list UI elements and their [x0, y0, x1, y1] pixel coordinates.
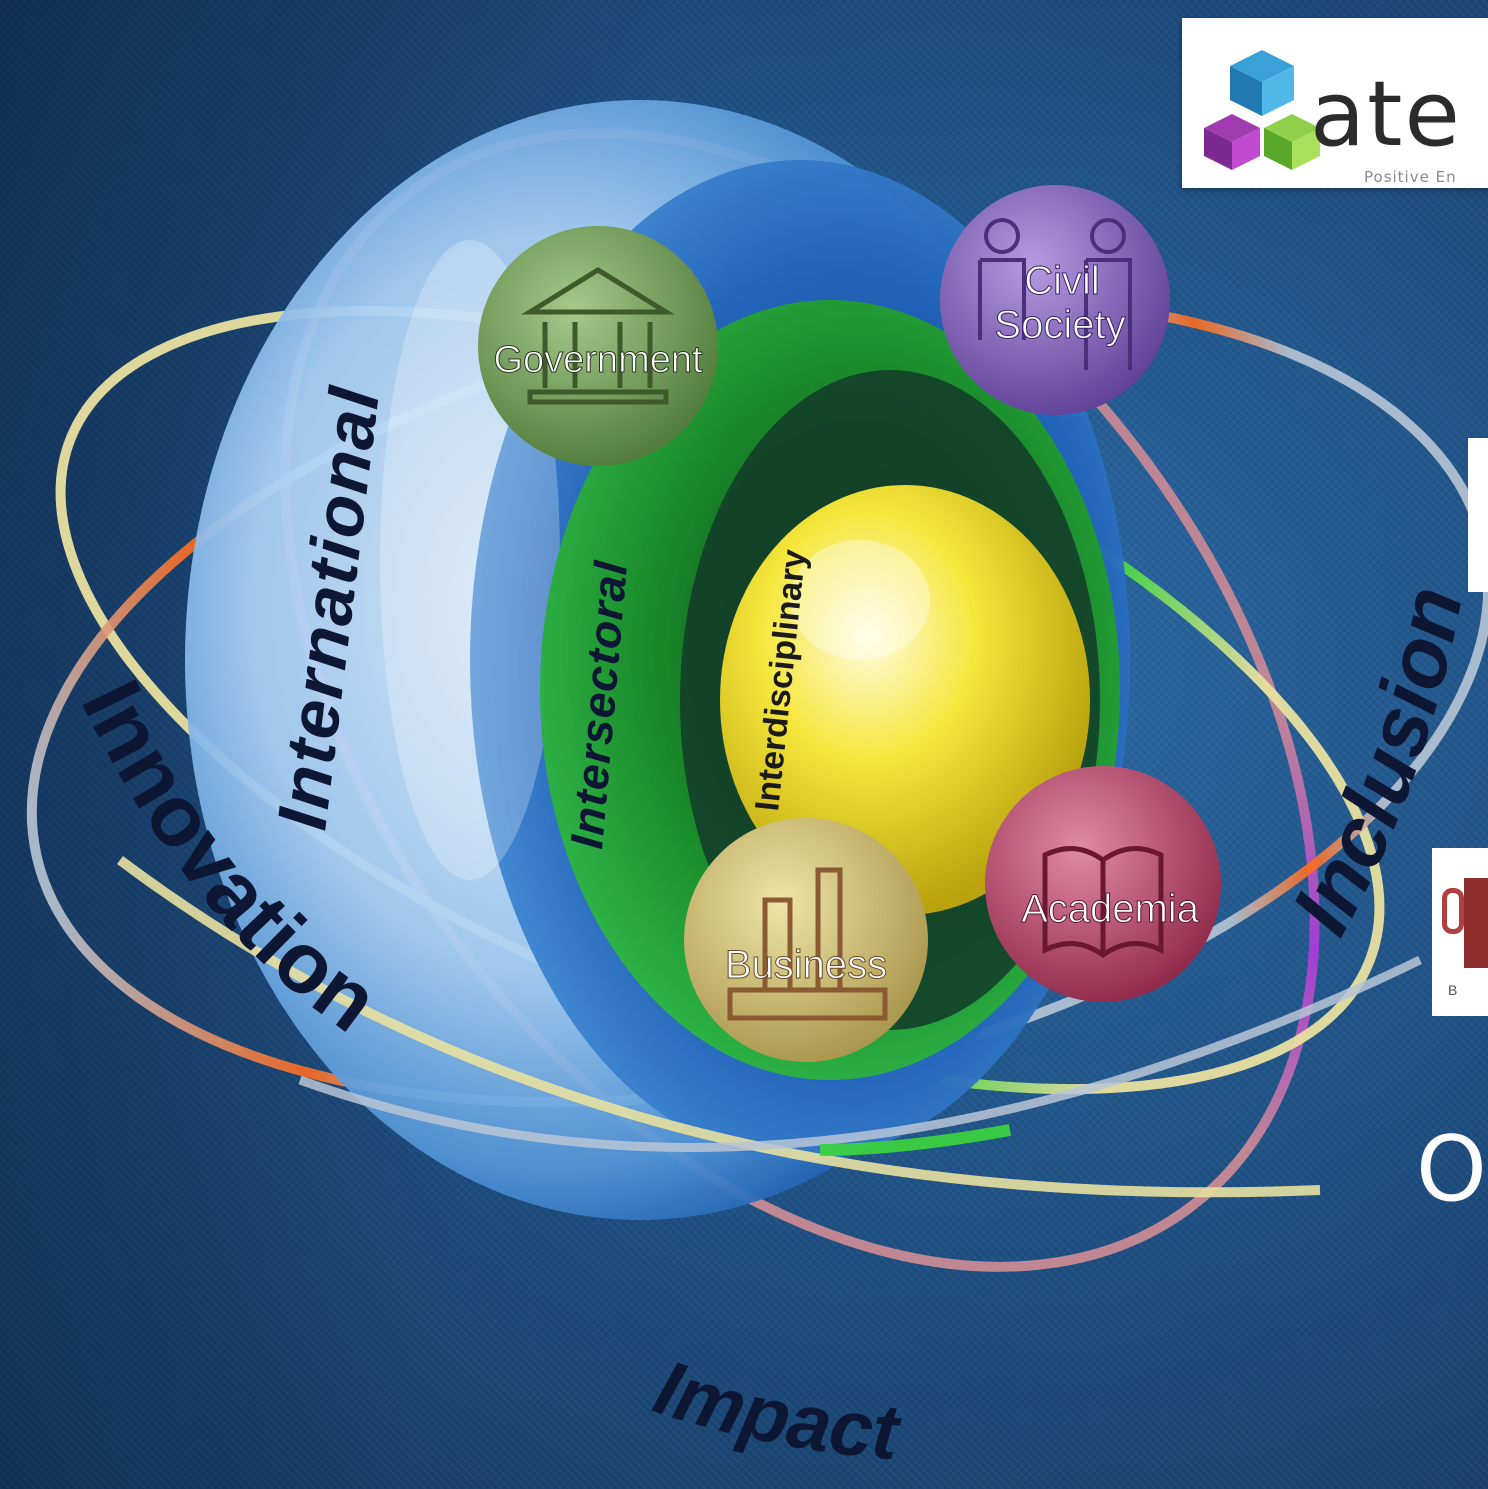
slide-panel-edge	[1468, 438, 1488, 592]
partner-logo-bar	[1464, 878, 1488, 968]
cropped-heading: O	[1416, 1117, 1487, 1222]
orbit-front-arc-grey	[298, 955, 1422, 1152]
partner-logo-letter: B	[1448, 982, 1458, 998]
academia-label: Academia	[1021, 887, 1200, 931]
business-label: Business	[725, 943, 887, 987]
ate-logo: ate Positive En	[1182, 18, 1488, 188]
government-label: Government	[493, 339, 703, 381]
logo-tagline: Positive En	[1364, 168, 1457, 186]
cubes-icon	[1204, 50, 1320, 170]
academia-sphere: Academia	[985, 766, 1221, 1002]
building-icon	[521, 267, 675, 405]
government-sphere: Government	[478, 226, 718, 466]
interdisciplinary-core	[720, 485, 1090, 915]
book-icon	[1042, 846, 1164, 959]
logo-wordmark: ate	[1310, 62, 1462, 167]
partner-logo: B	[1432, 848, 1488, 1016]
civil-society-sphere: Civil Society	[940, 185, 1170, 415]
people-icon	[978, 218, 1132, 370]
impact-label: Impact	[645, 1342, 905, 1476]
impact-text: Impact	[645, 1342, 905, 1476]
civil-society-label-line1: Civil	[1024, 259, 1100, 303]
business-sphere: Business	[684, 818, 928, 1062]
core-highlight	[790, 540, 930, 660]
orbit-front-arc-yellow	[117, 855, 1321, 1198]
civil-society-label-line2: Society	[994, 303, 1125, 347]
orbit-front-arc-green	[819, 1124, 1012, 1156]
partner-logo-mark	[1442, 888, 1464, 934]
factory-icon	[727, 867, 888, 1021]
